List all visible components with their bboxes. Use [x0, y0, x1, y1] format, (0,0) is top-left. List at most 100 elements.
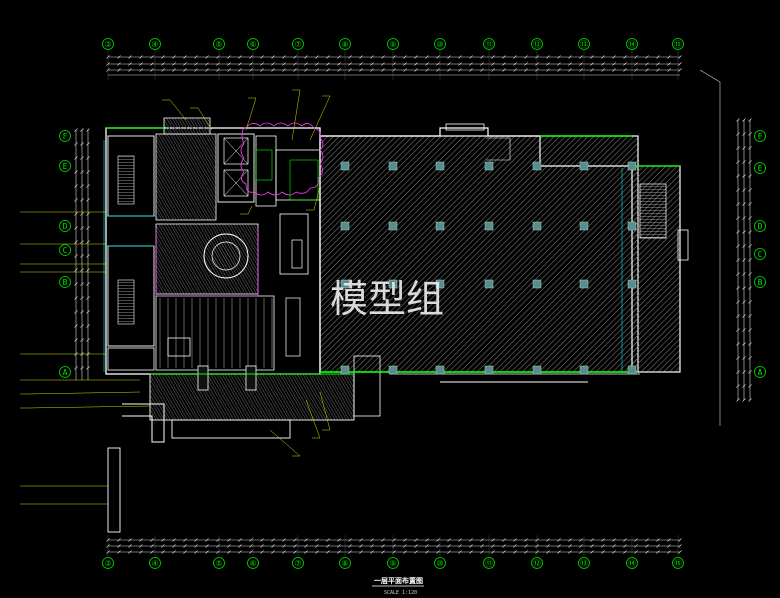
svg-text:F: F [758, 132, 763, 141]
grid-bubble-bottom: ⑫ [531, 557, 543, 569]
grid-bubble-bottom: ⑥ [247, 557, 259, 569]
grid-bubble-top: ⑪ [483, 38, 495, 50]
svg-text:⑮: ⑮ [674, 559, 682, 568]
svg-text:⑥: ⑥ [249, 559, 256, 568]
grid-bubble-bottom: ⑩ [434, 557, 446, 569]
svg-text:⑩: ⑩ [436, 559, 443, 568]
svg-text:D: D [63, 222, 68, 231]
svg-text:⑥: ⑥ [249, 40, 256, 49]
column [579, 221, 589, 231]
grid-bubble-top: ⑫ [531, 38, 543, 50]
svg-text:B: B [63, 278, 68, 287]
svg-text:④: ④ [151, 40, 158, 49]
entrance-door-right [245, 365, 257, 391]
grid-bubble-top: ⑩ [434, 38, 446, 50]
column [388, 365, 398, 375]
svg-text:D: D [758, 222, 763, 231]
svg-text:F: F [63, 132, 68, 141]
grid-bubble-top: ⑧ [339, 38, 351, 50]
column [627, 279, 637, 289]
drawing-scale: SCALE 1:120 [384, 590, 417, 596]
grid-bubble-top: ⑤ [213, 38, 225, 50]
north-stair [117, 155, 135, 205]
grid-bubble-left: F [59, 130, 71, 142]
svg-text:A: A [63, 368, 68, 377]
column [579, 161, 589, 171]
annotation-leader [291, 89, 301, 141]
top-dimension-lines [106, 55, 682, 76]
grid-bubble-left: B [59, 276, 71, 288]
column [627, 221, 637, 231]
svg-text:A: A [758, 368, 763, 377]
svg-text:⑫: ⑫ [533, 559, 541, 568]
column [484, 161, 494, 171]
column [340, 221, 350, 231]
annotation-leader [245, 97, 257, 131]
column [340, 365, 350, 375]
svg-text:⑤: ⑤ [215, 559, 222, 568]
grid-bubble-left: A [59, 366, 71, 378]
svg-text:C: C [63, 246, 68, 255]
svg-text:⑤: ⑤ [215, 40, 222, 49]
bottom-dimension-lines [106, 538, 682, 554]
grid-bubble-right: B [754, 276, 766, 288]
column [532, 221, 542, 231]
column [627, 161, 637, 171]
main-hall-hatch [319, 135, 639, 373]
svg-text:⑧: ⑧ [341, 40, 348, 49]
grid-bubble-top: ⑨ [387, 38, 399, 50]
grid-bubble-right: D [754, 220, 766, 232]
column [484, 221, 494, 231]
svg-text:⑮: ⑮ [674, 40, 682, 49]
grid-bubble-top: ⑮ [672, 38, 684, 50]
svg-text:B: B [758, 278, 763, 287]
svg-text:E: E [63, 162, 68, 171]
grid-bubble-left: C [59, 244, 71, 256]
lift-lobby [217, 133, 255, 203]
annotation-leader [319, 391, 331, 431]
grid-bubble-top: ⑬ [578, 38, 590, 50]
annotation-leader [27, 391, 141, 395]
grid-bubble-bottom: ⑪ [483, 557, 495, 569]
grid-bubble-bottom: ⑦ [292, 557, 304, 569]
grid-bubble-right: C [754, 248, 766, 260]
column [388, 161, 398, 171]
annotation-leader [305, 399, 321, 439]
grid-bubble-left: D [59, 220, 71, 232]
svg-text:⑪: ⑪ [485, 559, 493, 568]
grid-bubble-top: ④ [149, 38, 161, 50]
grid-bubble-right: A [754, 366, 766, 378]
annotation-leader [309, 95, 331, 141]
grid-bubble-bottom: ⑨ [387, 557, 399, 569]
column [435, 279, 445, 289]
grand-lobby-floor [155, 295, 275, 371]
grid-bubble-right: E [754, 162, 766, 174]
svg-text:⑨: ⑨ [389, 40, 396, 49]
landscape-planter [122, 403, 165, 443]
svg-text:⑬: ⑬ [580, 40, 588, 49]
annotation-leader [247, 205, 253, 215]
column [435, 161, 445, 171]
svg-text:⑦: ⑦ [294, 559, 301, 568]
column [435, 221, 445, 231]
building-structure [20, 89, 689, 533]
south-stair [117, 279, 135, 325]
column [340, 161, 350, 171]
grid-bubble-left: E [59, 160, 71, 172]
annotation-leader [313, 185, 321, 211]
right-dimension-lines [699, 69, 752, 426]
column [435, 365, 445, 375]
reception-area [155, 223, 259, 295]
annotation-leader [27, 405, 151, 409]
grid-bubble-bottom: ④ [149, 557, 161, 569]
column [484, 279, 494, 289]
annotation-leader [269, 429, 301, 457]
grid-bubble-bottom: ③ [102, 557, 114, 569]
svg-text:⑪: ⑪ [485, 40, 493, 49]
column [340, 279, 350, 289]
drawing-title: 一层平面布置图 [374, 576, 423, 585]
column [627, 365, 637, 375]
round-reception-desk [203, 233, 249, 279]
